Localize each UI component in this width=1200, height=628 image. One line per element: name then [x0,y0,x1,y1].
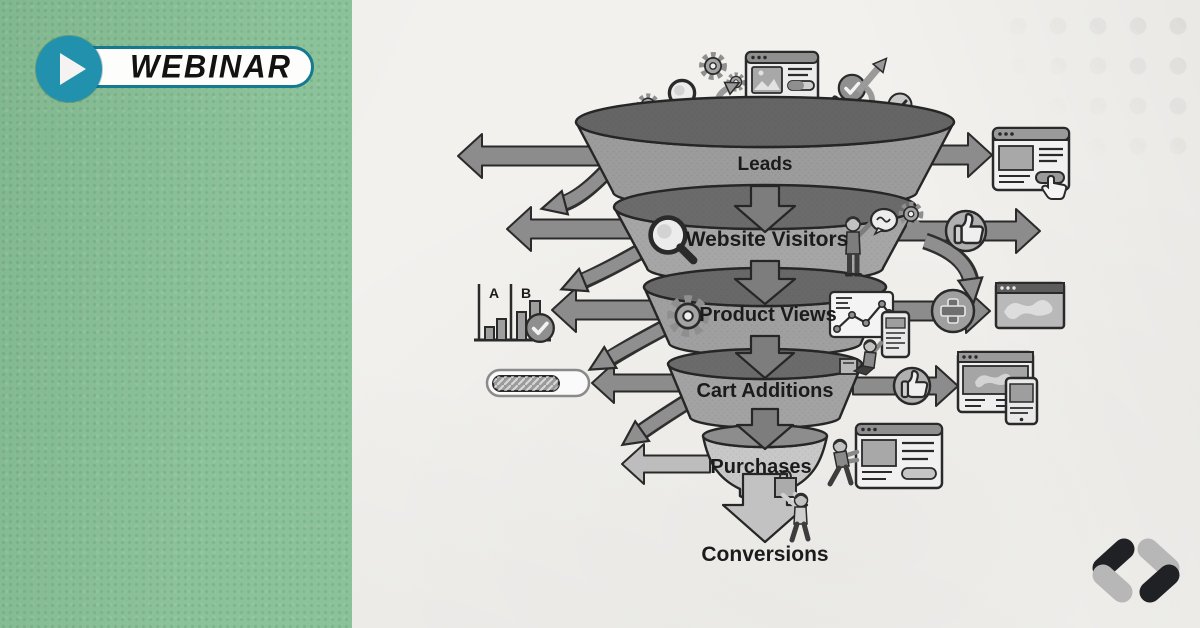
play-icon [60,53,86,85]
webinar-badge-label: WEBINAR [129,48,293,85]
smartphone-icon-stage3 [880,310,911,359]
webinar-badge-pill: WEBINAR [70,46,314,88]
form-card-icon [854,422,944,490]
stage-label-purchases: Purchases [710,456,811,478]
stage-label-website-visitors: Website Visitors [686,228,849,251]
person-illustration-waving [845,216,873,277]
outflow-arrow-left-3 [551,287,661,333]
ab-label-b: B [521,285,531,301]
person-illustration-pushing [827,438,860,487]
thumbs-up-badge-icon-2 [892,366,932,406]
outflow-arrow-left-5 [621,443,711,485]
browser-click-icon [991,126,1071,200]
person-illustration-kneeling [839,339,884,376]
chat-gear-icon [869,204,921,236]
outflow-arrow-left-4 [591,362,683,404]
curved-arrow-left-3 [587,322,667,371]
play-button [36,36,102,102]
curved-arrow-left-4 [620,394,694,447]
browser-phone-icon [956,350,1039,426]
stage-label-product-views: Product Views [699,304,836,326]
webinar-badge: WEBINAR [36,36,326,104]
funnel-stage-leads [574,95,956,212]
person-illustration-lifting-bag [774,469,811,543]
gears-icon [702,55,743,89]
funnel-stage-cart-additions [666,347,864,430]
ab-label-a: A [489,285,499,301]
map-browser-icon [994,281,1066,330]
outcome-label-conversions: Conversions [701,543,828,566]
stage-label-cart-additions: Cart Additions [696,380,833,402]
ab-test-chart-icon: A B [474,284,556,344]
left-green-panel [0,0,352,628]
check-icon [524,312,556,344]
loading-bar-icon [485,368,591,398]
line-chart-card-icon [828,290,911,359]
growth-arrow-icon [855,57,888,95]
stage-label-leads: Leads [738,154,793,175]
thumbs-up-badge-icon [944,209,988,253]
double-chevron-logo-icon [1092,538,1180,603]
hand-cursor-icon [1041,174,1068,200]
plus-badge-icon [930,288,976,334]
curved-arrow-right-2 [922,235,984,306]
smartphone-icon [1004,376,1039,426]
